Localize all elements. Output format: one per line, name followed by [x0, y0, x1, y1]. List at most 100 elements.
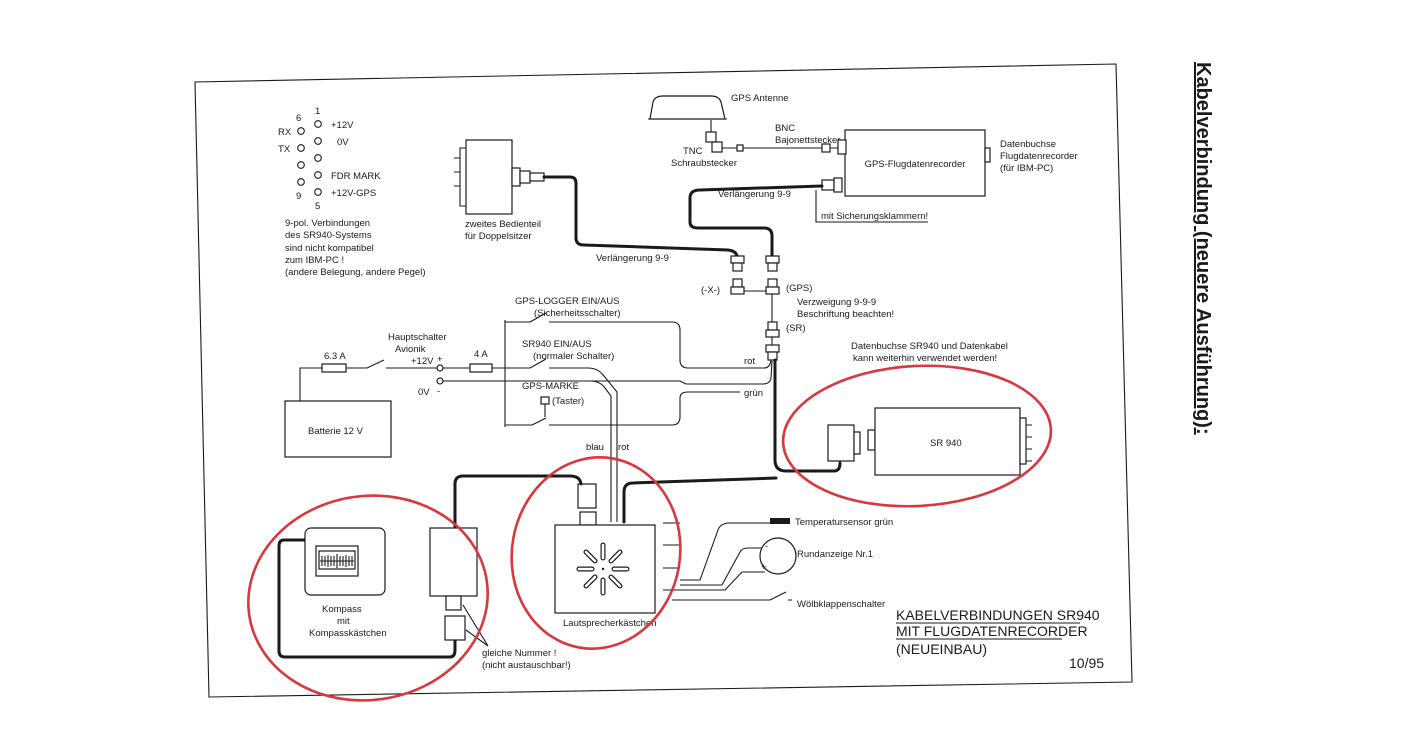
sr940-data-plug [827, 424, 855, 462]
compass-cable-plug [444, 615, 466, 641]
compass-box-plug [445, 595, 462, 611]
gps-recorder-pc-port [984, 147, 991, 163]
second-panel-box [465, 139, 513, 215]
wire-blue-label: blau [586, 442, 604, 453]
title-line: MIT FLUGDATENRECORDER [896, 623, 1088, 639]
wire-red-label: rot [618, 442, 629, 453]
compass-label: mit [337, 616, 350, 627]
wire-red-label: rot [744, 356, 755, 367]
gps-logger-switch-label: GPS-LOGGER EIN/AUS [515, 296, 620, 307]
sr940-unit-label: SR 940 [930, 438, 962, 449]
pin-0v-label: 0V [337, 137, 349, 148]
speaker-section: blau rot Lautsprecherkästchen Temperatur… [554, 442, 893, 629]
bnc-label: BNC [775, 123, 795, 134]
gauge-label: Rundanzeige Nr.1 [797, 549, 873, 560]
minus-terminal [436, 377, 444, 385]
gps-logger-switch-type: (Sicherheitsschalter) [534, 308, 621, 319]
second-panel-connector [511, 167, 521, 187]
branch-gps-plug [765, 255, 780, 264]
second-panel-connector [529, 172, 545, 182]
bnc-type-label: Bajonettstecker [775, 135, 840, 146]
gps-extension-label: Verlängerung 9-9 [718, 189, 791, 200]
bnc-connector [821, 143, 831, 153]
branch-x-socket [732, 278, 743, 288]
gps-antenna-icon [649, 95, 726, 120]
sr-cable-plug [767, 351, 778, 361]
gps-mark-wire [505, 391, 740, 426]
second-panel: zweites Bedienteil für Doppelsitzer Verl… [454, 139, 739, 264]
gps-mark-button-label: GPS-MARKE [522, 381, 579, 392]
wire-green-label: grün [744, 388, 763, 399]
branch-gps-socket [765, 286, 780, 295]
flap-switch-wire [672, 591, 792, 601]
gauge-minus-label: - [765, 541, 768, 552]
pin-plus12v-gps-label: +12V-GPS [331, 188, 376, 199]
temp-sensor-wire [680, 522, 770, 581]
branch-port-x-label: (-X-) [701, 285, 720, 296]
compass-cable-plug [577, 483, 597, 509]
pinout-note-line: 9-pol. Verbindungen [285, 218, 370, 229]
sr940-blue-wire [589, 380, 612, 522]
second-panel-mount [454, 147, 466, 207]
plus-terminal-label: +12V [411, 356, 434, 367]
title-block: KABELVERBINDUNGEN SR940 MIT FLUGDATENREC… [896, 607, 1104, 671]
gps-recorder-data-connector [821, 179, 835, 191]
sr940-red-wire [505, 358, 618, 522]
sr940-switch-label: SR940 EIN/AUS [522, 339, 592, 350]
pinout-note-line: des SR940-Systems [285, 230, 372, 241]
pin-6-label: 6 [296, 113, 301, 124]
gps-section: GPS Antenne TNC Schraubstecker BNC Bajon… [648, 93, 1078, 258]
speaker-box-label: Lautsprecherkästchen [563, 618, 656, 629]
gps-recorder-antenna-port [837, 139, 847, 155]
compass-loop-cable [277, 538, 457, 659]
speaker-center-dot [601, 567, 605, 571]
flap-switch-label: Wölbklappenschalter [797, 599, 885, 610]
speaker-grille-icon [577, 543, 629, 595]
sr940-note: Datenbuchse SR940 und Datenkabel [851, 341, 1008, 352]
branch-gps-plug [767, 262, 778, 272]
pin-circles [297, 120, 322, 196]
sr940-fuse [469, 363, 493, 373]
same-number-note: (nicht austauschbar!) [482, 660, 571, 671]
pinout-diagram: 1 6 9 5 RX TX +12V 0V FDR MARK +12V-GPS … [278, 106, 426, 278]
temp-sensor-label: Temperatursensor grün [795, 517, 893, 528]
pinout-note-line: (andere Belegung, andere Pegel) [285, 267, 426, 278]
safety-clip-label: mit Sicherungsklammern! [821, 211, 928, 222]
branch-x-plug [732, 262, 743, 272]
sr940-note: kann weiterhin verwendet werden! [853, 353, 997, 364]
sr940-socket [867, 429, 876, 451]
gauge-icon [759, 537, 797, 575]
gauge-plus-label: + [761, 562, 767, 573]
panel-extension-cable [542, 175, 739, 258]
branch-note: Verzweigung 9-9-9 [797, 297, 876, 308]
second-panel-label: zweites Bedienteil [465, 219, 541, 230]
bnc-connector [736, 144, 744, 152]
compass-scale-icon [320, 554, 354, 568]
tnc-connector [705, 131, 717, 143]
sr940-section: Datenbuchse SR940 und Datenkabel kann we… [773, 341, 1032, 476]
sr940-data-plug [853, 431, 861, 455]
pin-fdr-mark-label: FDR MARK [331, 171, 381, 182]
page-heading: Kabelverbindung (neuere Ausführung): [1192, 62, 1214, 435]
gps-antenna-label: GPS Antenne [731, 93, 789, 104]
branch-note: Beschriftung beachten! [797, 309, 894, 320]
plus-terminal [436, 364, 444, 372]
gps-mark-button-icon [540, 396, 550, 405]
pinout-note-line: zum IBM-PC ! [285, 255, 344, 266]
gps-socket-label: Datenbuchse [1000, 139, 1056, 150]
tnc-type-label: Schraubstecker [671, 158, 737, 169]
gauge-wires [680, 547, 765, 591]
minus-sign: - [437, 386, 440, 397]
drawing-frame [194, 63, 1133, 698]
pin-5-label: 5 [315, 201, 320, 212]
branch-sr-plug [767, 321, 778, 331]
pin-plus12v-label: +12V [331, 120, 354, 131]
speaker-main-cable [622, 476, 778, 524]
same-number-note: gleiche Nummer ! [482, 648, 556, 659]
sr940-rear-pins [1026, 424, 1032, 462]
battery-box [284, 400, 392, 458]
tnc-connector [711, 141, 723, 153]
branch-gps-socket [767, 278, 778, 288]
branch-connector: (-X-) (GPS) (SR) Verzweigung 9-9-9 Besch… [701, 255, 894, 361]
pin-9-label: 9 [296, 191, 301, 202]
